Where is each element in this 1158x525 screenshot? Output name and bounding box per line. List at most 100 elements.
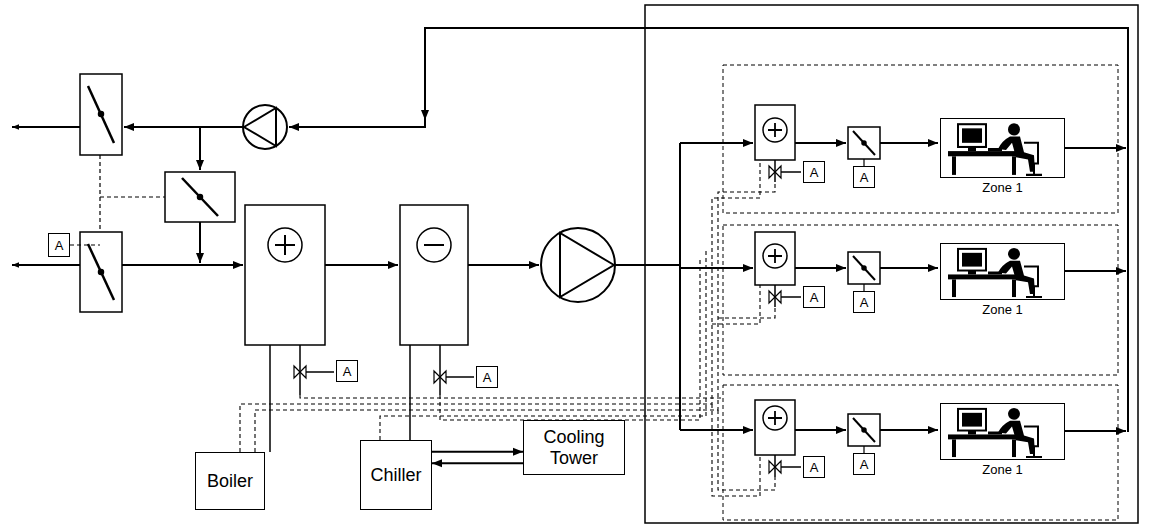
damper-symbol bbox=[848, 127, 880, 159]
controller-box: A bbox=[336, 360, 358, 382]
damper-symbol bbox=[853, 256, 875, 280]
hot-water-line bbox=[440, 260, 700, 420]
air-duct bbox=[124, 126, 243, 128]
coil-symbol bbox=[763, 406, 787, 430]
actuator-link bbox=[863, 159, 864, 166]
node-label: Zone 1 bbox=[931, 303, 1074, 317]
zone-group-outline bbox=[723, 65, 1118, 520]
coil-symbol bbox=[424, 244, 444, 246]
damper-symbol bbox=[80, 74, 122, 155]
damper-symbol bbox=[80, 74, 880, 446]
coil-symbol bbox=[755, 232, 795, 285]
control-signal-line bbox=[100, 196, 165, 197]
water-pipe bbox=[781, 171, 801, 173]
damper-symbol bbox=[862, 266, 866, 270]
controller-box: A bbox=[803, 161, 825, 183]
zone-box: Zone 1 bbox=[940, 118, 1065, 178]
water-pipe bbox=[306, 371, 334, 373]
water-pipe bbox=[439, 345, 441, 395]
water-pipe bbox=[269, 345, 271, 452]
node-label: A bbox=[860, 458, 869, 471]
water-pipe bbox=[781, 296, 801, 298]
node-label: A bbox=[810, 291, 819, 304]
fan-symbol bbox=[541, 228, 615, 302]
zone-box: Zone 1 bbox=[940, 403, 1065, 460]
node-label: A bbox=[860, 296, 869, 309]
coil-symbol bbox=[275, 235, 295, 255]
air-duct bbox=[795, 142, 846, 144]
controller-box: A bbox=[803, 456, 825, 478]
water-pipe bbox=[409, 345, 411, 440]
node-label: A bbox=[860, 171, 869, 184]
water-pipe bbox=[446, 376, 474, 378]
valve-symbol bbox=[769, 461, 781, 473]
damper-symbol bbox=[862, 428, 866, 432]
air-duct bbox=[12, 28, 1128, 432]
hot-water-line bbox=[240, 160, 775, 496]
damper-symbol bbox=[99, 112, 104, 117]
damper-symbol bbox=[853, 418, 875, 442]
damper-symbol bbox=[848, 414, 880, 446]
controller-box: A bbox=[853, 453, 875, 475]
damper-symbol bbox=[848, 252, 880, 284]
node-label: A bbox=[55, 239, 64, 252]
air-duct bbox=[615, 264, 680, 266]
controller-box: A bbox=[803, 286, 825, 308]
coil-symbol bbox=[755, 400, 795, 455]
coil-symbol bbox=[768, 411, 782, 425]
air-duct bbox=[880, 142, 938, 144]
coil-symbol bbox=[763, 118, 787, 142]
node-label: A bbox=[810, 461, 819, 474]
air-duct bbox=[795, 267, 846, 269]
hot-water-line bbox=[255, 182, 775, 452]
air-duct bbox=[1065, 270, 1126, 272]
water-pipe bbox=[270, 160, 801, 477]
controller-box: A bbox=[48, 233, 70, 257]
system-boundary bbox=[645, 5, 1138, 523]
valve-symbol bbox=[769, 291, 781, 303]
air-duct bbox=[679, 143, 681, 430]
coil-symbol bbox=[768, 249, 782, 263]
cooling-tower-box: Cooling Tower bbox=[523, 420, 625, 475]
node-label: Boiler bbox=[207, 471, 253, 492]
air-duct bbox=[795, 429, 846, 431]
water-pipe bbox=[781, 466, 801, 468]
boiler-box: Boiler bbox=[195, 452, 265, 510]
hot-water-line bbox=[718, 307, 775, 318]
air-duct bbox=[880, 267, 938, 269]
hot-water-line bbox=[300, 395, 724, 398]
occupant-illustration bbox=[948, 123, 1042, 457]
control-signal-line bbox=[70, 244, 100, 245]
fan-symbol bbox=[560, 233, 614, 297]
chiller-box: Chiller bbox=[360, 440, 432, 510]
control-signal-line bbox=[99, 155, 100, 232]
damper-symbol bbox=[99, 270, 104, 275]
controller-box: A bbox=[476, 366, 498, 388]
air-duct bbox=[199, 222, 201, 263]
coil-symbol bbox=[755, 105, 795, 160]
hot-water-line bbox=[380, 250, 706, 440]
air-duct bbox=[12, 264, 80, 266]
hot-water-line bbox=[240, 160, 760, 452]
air-duct bbox=[1065, 430, 1126, 432]
air-duct bbox=[1065, 147, 1126, 149]
coil-symbol bbox=[417, 228, 451, 262]
zone-box: Zone 1 bbox=[940, 243, 1065, 300]
occupant-illustration bbox=[948, 408, 1042, 457]
air-duct bbox=[199, 127, 201, 170]
damper-symbol bbox=[80, 232, 122, 312]
hot-water-line bbox=[712, 404, 760, 496]
valve-symbol bbox=[769, 166, 781, 178]
flow-arrow bbox=[432, 462, 523, 464]
coil-symbol bbox=[245, 205, 325, 345]
air-duct bbox=[289, 120, 425, 127]
water-pipe bbox=[299, 345, 301, 395]
actuator-link bbox=[863, 446, 864, 453]
air-duct bbox=[680, 142, 753, 144]
node-label: Cooling Tower bbox=[524, 427, 624, 468]
control-signal-line bbox=[70, 155, 165, 245]
fan-symbol bbox=[243, 105, 287, 149]
coil-symbol bbox=[400, 205, 468, 345]
air-duct bbox=[880, 429, 938, 431]
